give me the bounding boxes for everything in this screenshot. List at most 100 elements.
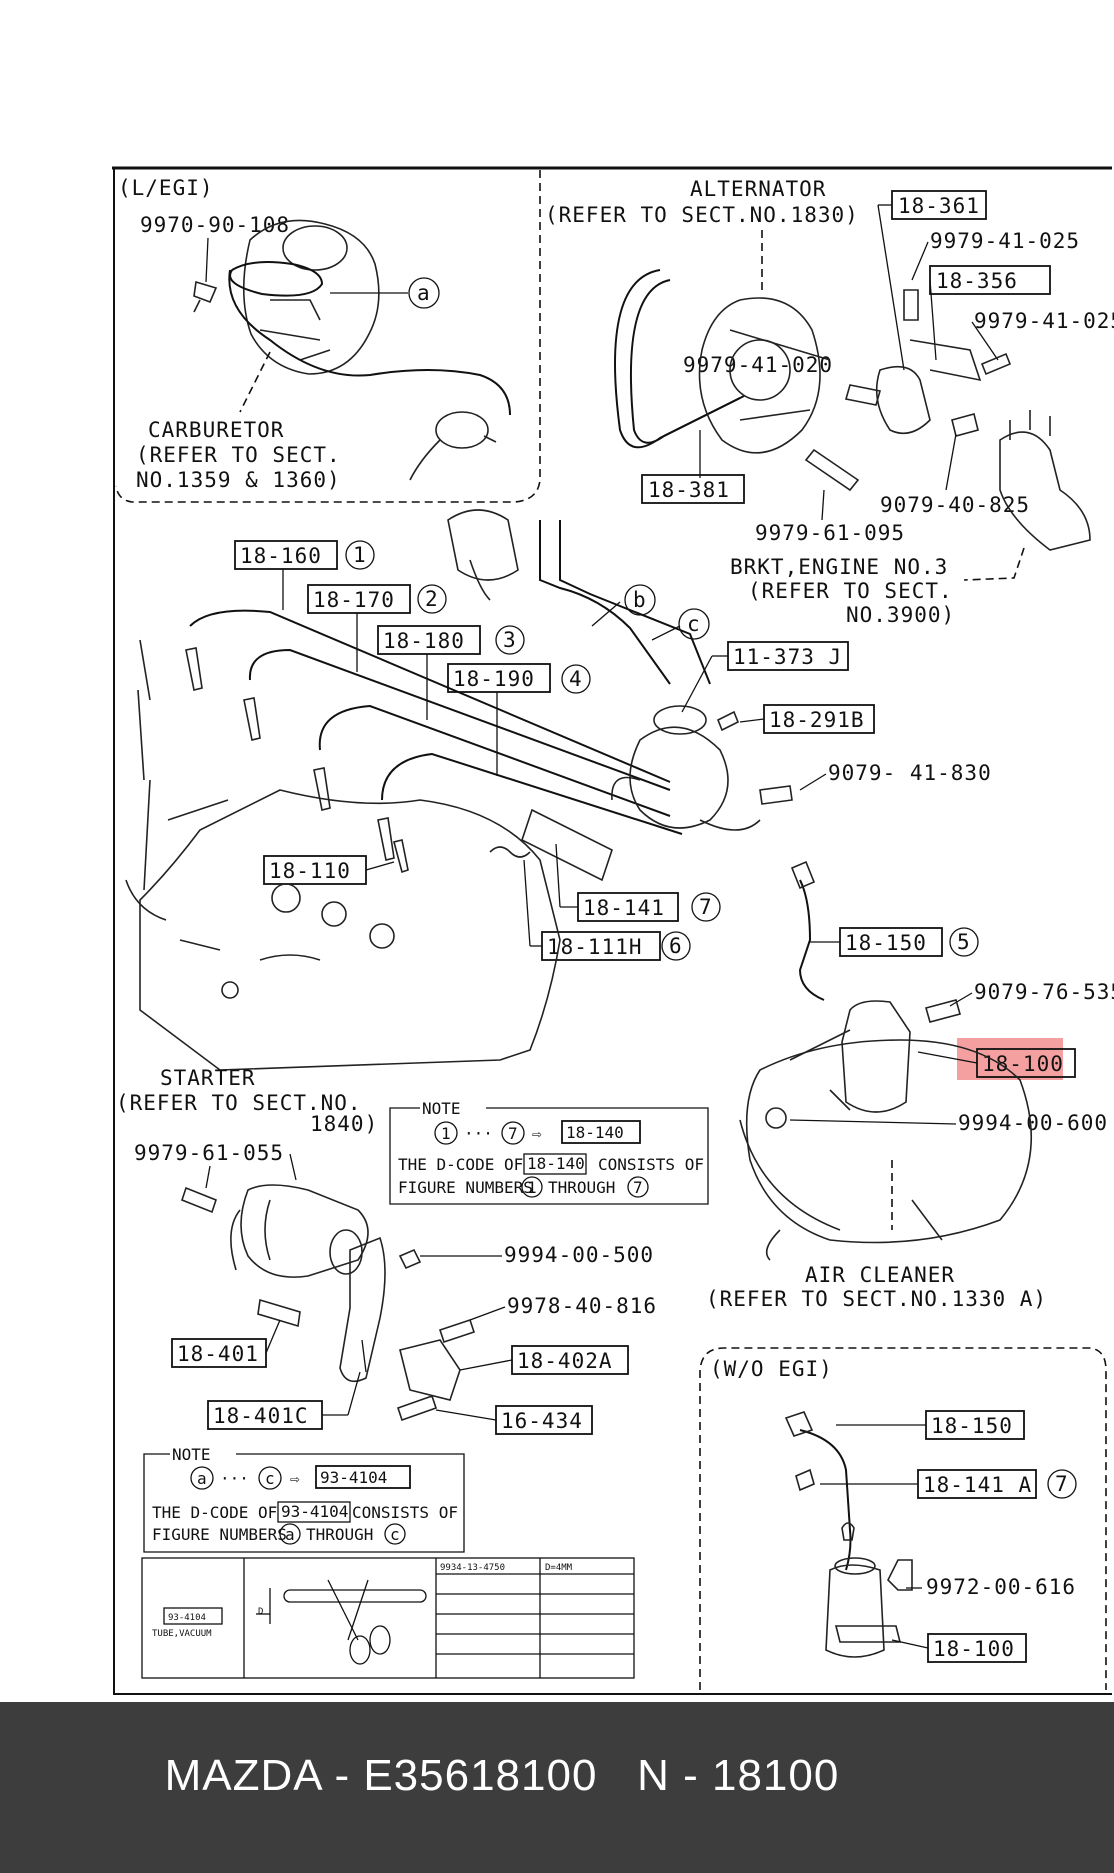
starter-ref-1: (REFER TO SECT.NO. (116, 1091, 362, 1115)
highlight-18-100 (957, 1038, 1063, 1080)
bolt-code-9978-40-816: 9978-40-816 (507, 1294, 657, 1318)
part-18-111h: 18-111H (547, 935, 643, 959)
parts-diagram: (L/EGI) 9970-90-108 a CARBURETOR (REFER … (112, 166, 1114, 1695)
part-18-356: 18-356 (936, 269, 1018, 293)
note2-title: NOTE (172, 1445, 211, 1464)
part-18-170-box (307, 584, 411, 614)
tube-d-marker: D (258, 1607, 263, 1617)
part-18-100-b: 18-100 (933, 1637, 1015, 1661)
ignition-wires-group: 18-160 1 18-170 2 18-180 3 18-190 4 (185, 509, 992, 961)
note1-arrow: ⇨ (532, 1124, 542, 1143)
part-18-381-box (641, 474, 745, 504)
note-1: NOTE 1 ··· 7 ⇨ 18-140 THE D-CODE OF 18-1… (389, 1099, 709, 1205)
bolt-code-9979-41-025-b: 9979-41-025 (974, 309, 1114, 333)
note1-n1: 1 (527, 1178, 537, 1197)
note2-from: a (197, 1469, 207, 1488)
note1-dots: ··· (464, 1124, 493, 1143)
bolt-code-9972-00-616: 9972-00-616 (926, 1575, 1076, 1599)
alternator-group: ALTERNATOR (REFER TO SECT.NO.1830) 18-36… (545, 177, 1114, 627)
note1-line2-pre: FIGURE NUMBERS (398, 1178, 533, 1197)
tube-part-no: 9934-13-4750 (440, 1563, 505, 1573)
note2-line1-post: CONSISTS OF (352, 1503, 458, 1522)
bolt-code-9979-41-020: 9979-41-020 (683, 353, 833, 377)
part-18-401: 18-401 (177, 1342, 259, 1366)
part-18-180-box (377, 625, 481, 655)
part-11-373j: 11-373 J (733, 645, 842, 669)
note1-code: 18-140 (566, 1123, 624, 1142)
carburetor-name: CARBURETOR (148, 418, 284, 442)
part-18-150-b: 18-150 (931, 1414, 1013, 1438)
note2-line1-code: 93-4104 (281, 1502, 348, 1521)
part-18-402a: 18-402A (517, 1349, 613, 1373)
note2-line2-mid: THROUGH (306, 1525, 373, 1544)
bracket-ref-2: NO.3900) (846, 603, 955, 627)
starter-name: STARTER (160, 1066, 256, 1090)
note1-line2-mid: THROUGH (548, 1178, 615, 1197)
callout-7: 7 (699, 895, 713, 919)
tube-table: 9934-13-4750 D=4MM 93-4104 TUBE,VACUUM D (141, 1557, 635, 1679)
note1-n2: 7 (633, 1178, 643, 1197)
note1-from: 1 (441, 1124, 451, 1143)
note1-title: NOTE (422, 1099, 461, 1118)
note2-dots: ··· (220, 1469, 249, 1488)
part-18-160: 18-160 (240, 544, 322, 568)
note1-line1-post: CONSISTS OF (598, 1155, 704, 1174)
bolt-code-9979-61-055: 9979-61-055 (134, 1141, 284, 1165)
carburetor-ref-1: (REFER TO SECT. (136, 443, 341, 467)
engine-block (125, 639, 561, 1071)
bolt-code-9994-00-600: 9994-00-600 (958, 1111, 1108, 1135)
part-18-100: 18-100 (982, 1052, 1064, 1076)
callout-7b: 7 (1055, 1472, 1069, 1496)
air-cleaner-name: AIR CLEANER (805, 1263, 955, 1287)
wo-egi-section-title: (W/O EGI) (710, 1357, 833, 1381)
callout-1: 1 (353, 543, 367, 567)
egi-section-title: (L/EGI) (118, 176, 214, 200)
air-cleaner-ref: (REFER TO SECT.NO.1330 A) (706, 1287, 1047, 1311)
part-18-150: 18-150 (845, 931, 927, 955)
callout-a: a (417, 281, 431, 305)
callout-3: 3 (503, 628, 517, 652)
callout-4: 4 (569, 667, 583, 691)
callout-b: b (633, 588, 647, 612)
bolt-code-9979-61-095: 9979-61-095 (755, 521, 905, 545)
coil-group: 18-150 5 9079-76-535 18-100 9994-00-600 … (706, 860, 1114, 1311)
note1-line1-pre: THE D-CODE OF (398, 1155, 523, 1174)
part-18-110: 18-110 (269, 859, 351, 883)
part-18-190: 18-190 (453, 667, 535, 691)
bracket-ref-1: (REFER TO SECT. (748, 579, 953, 603)
callout-6: 6 (669, 934, 683, 958)
bolt-code-9970-90-108: 9970-90-108 (140, 213, 290, 237)
note1-to: 7 (508, 1124, 518, 1143)
note2-to: c (265, 1469, 275, 1488)
wo-egi-inset: (W/O EGI) 18-150 18-141 A 7 9972-00-616 … (699, 1347, 1107, 1690)
note2-code: 93-4104 (320, 1468, 387, 1487)
note2-line2-pre: FIGURE NUMBERS (152, 1525, 287, 1544)
bolt-code-9079-76-535: 9079-76-535 (974, 980, 1114, 1004)
part-18-141a: 18-141 A (923, 1473, 1032, 1497)
note2-n1: a (285, 1525, 295, 1544)
callout-c: c (687, 612, 701, 636)
note-2: NOTE a ··· c ⇨ 93-4104 THE D-CODE OF 93-… (143, 1445, 465, 1553)
tube-dim: D=4MM (545, 1563, 573, 1573)
carburetor-ref-2: NO.1359 & 1360) (136, 468, 341, 492)
egi-inset: (L/EGI) 9970-90-108 a CARBURETOR (REFER … (115, 170, 541, 503)
part-18-170: 18-170 (313, 588, 395, 612)
note1-line1-code: 18-140 (527, 1154, 585, 1173)
part-18-160-box (234, 540, 338, 570)
callout-2: 2 (425, 587, 439, 611)
callout-5: 5 (957, 930, 971, 954)
part-16-434: 16-434 (501, 1409, 583, 1433)
part-18-381: 18-381 (648, 478, 730, 502)
part-18-190-box (447, 663, 551, 693)
note2-arrow: ⇨ (290, 1469, 300, 1488)
bolt-code-9079-41-830: 9079- 41-830 (828, 761, 992, 785)
tube-label-name: TUBE,VACUUM (152, 1629, 212, 1639)
bracket-name: BRKT,ENGINE NO.3 (730, 555, 948, 579)
part-18-361: 18-361 (898, 194, 980, 218)
part-18-401c: 18-401C (213, 1404, 309, 1428)
part-18-291b: 18-291B (769, 708, 865, 732)
footer-part-number: MAZDA - E35618100 N - 18100 (164, 1750, 840, 1800)
note2-n2: c (390, 1525, 400, 1544)
footer-bar: MAZDA - E35618100 N - 18100 (0, 1702, 1114, 1873)
tube-label-code: 93-4104 (168, 1613, 206, 1623)
